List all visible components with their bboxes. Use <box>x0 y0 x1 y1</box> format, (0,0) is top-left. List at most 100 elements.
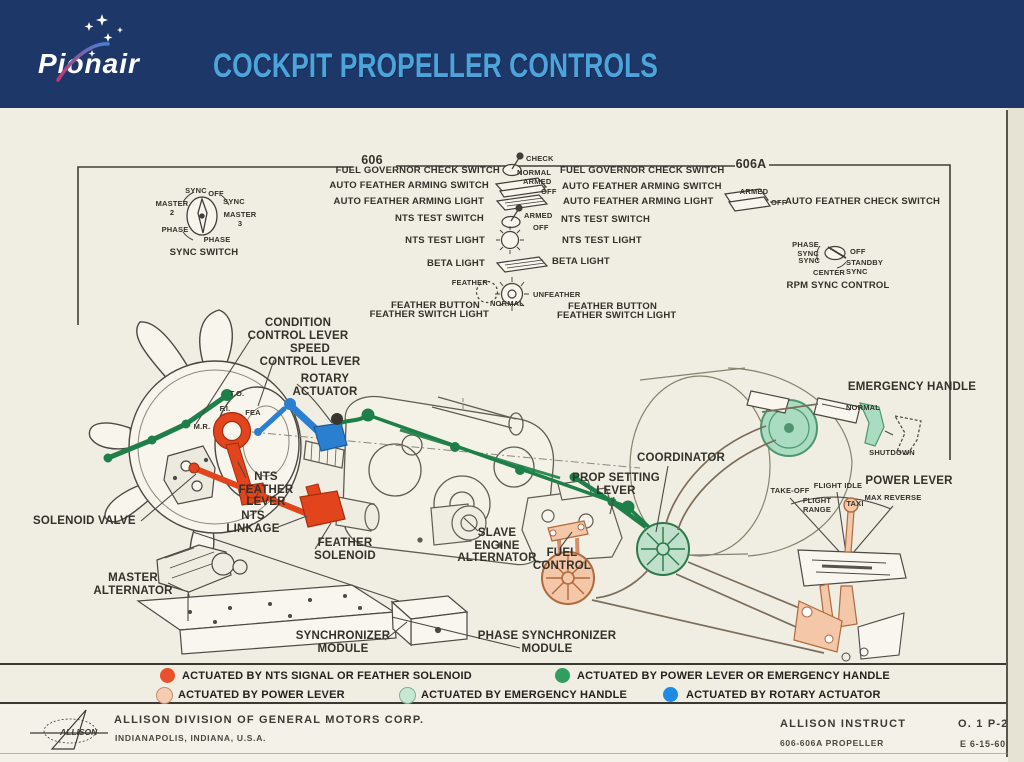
rpm-sync-control-caption: RPM SYNC CONTROL <box>786 280 890 291</box>
engine-gearbox <box>303 395 555 566</box>
pionair-swoosh-icon <box>56 14 123 82</box>
label-nts-test-switch-606a: NTS TEST SWITCH <box>561 214 651 225</box>
engine-nacelle <box>629 367 853 557</box>
label-auto-feather-check-switch: AUTO FEATHER CHECK SWITCH <box>785 196 941 207</box>
label-beta-light-606a: BETA LIGHT <box>552 256 610 267</box>
tag-take-off: TAKE-OFF <box>770 486 810 495</box>
footer <box>0 705 1024 762</box>
label-beta-light-606: BETA LIGHT <box>427 258 485 269</box>
page-edge-shade <box>1008 108 1024 762</box>
sync-switch-pos-phase-bottom: PHASE <box>203 235 231 244</box>
page-title: COCKPIT PROPELLER CONTROLS <box>213 47 658 85</box>
label-fuel-governor-check-switch-606: FUEL GOVERNOR CHECK SWITCH <box>335 165 500 176</box>
page-bottom-line <box>0 753 1008 754</box>
label-solenoid-valve: SOLENOID VALVE <box>33 515 136 527</box>
leader-lines <box>140 201 780 649</box>
allison-logo-text: ALLISON <box>60 727 98 737</box>
tag-normal-row1: NORMAL <box>517 168 552 177</box>
tag-off-606a: OFF <box>771 198 787 207</box>
footer-doc-title: ALLISON INSTRUCT <box>780 718 907 730</box>
label-auto-feather-arming-switch-606: AUTO FEATHER ARMING SWITCH <box>329 180 489 191</box>
footer-company: ALLISON DIVISION OF GENERAL MOTORS CORP. <box>114 714 425 726</box>
label-auto-feather-arming-light-606a: AUTO FEATHER ARMING LIGHT <box>563 196 714 207</box>
legend-dot-power-lever <box>156 687 173 704</box>
sync-switch-pos-sync-left: SYNC <box>185 186 207 195</box>
label-feather-button-606: FEATHER BUTTON <box>390 300 480 311</box>
label-feather-switch-light-606a: FEATHER SWITCH LIGHT <box>557 310 677 321</box>
bracket-606a-label: 606A <box>735 157 767 171</box>
rpm-pos-sync: SYNC <box>798 256 820 265</box>
label-power-lever: POWER LEVER <box>865 475 953 487</box>
legend-top-rule <box>0 663 1008 665</box>
tag-armed-606a: ARMED <box>739 187 769 196</box>
rpm-pos-center: CENTER <box>812 268 846 277</box>
label-auto-feather-arming-light-606: AUTO FEATHER ARMING LIGHT <box>333 196 484 207</box>
tag-max-reverse: MAX REVERSE <box>864 493 922 502</box>
rpm-pos-off: OFF <box>850 247 866 256</box>
coordinator-pulley <box>636 522 690 576</box>
tag-normal-row7: NORMAL <box>489 299 525 308</box>
label-nts-test-light-606a: NTS TEST LIGHT <box>562 235 642 246</box>
footer-doc-subtitle: 606-606A PROPELLER <box>780 738 884 748</box>
header-banner: Pionair COCKPIT PROPELLER CONTROLS <box>0 0 1024 108</box>
solenoid-valve-part <box>163 445 216 505</box>
footer-doc-date: E 6-15-60 <box>960 739 1006 749</box>
pionair-logo: Pionair <box>38 48 140 79</box>
label-feather-button-606a: FEATHER BUTTON <box>568 301 658 312</box>
label-auto-feather-arming-switch-606a: AUTO FEATHER ARMING SWITCH <box>562 181 722 192</box>
power-lever-part <box>789 491 907 662</box>
nts-feather-parts <box>188 411 380 532</box>
legend-dot-power-or-emergency <box>555 668 570 683</box>
tag-taxi: TAXI <box>846 499 864 508</box>
tag-armed-row4: ARMED <box>524 211 553 220</box>
sync-switch-pos-off: OFF <box>208 189 224 198</box>
sync-switch-pos-phase-left: PHASE <box>161 225 189 234</box>
power-lever-pulley <box>541 520 595 605</box>
switch-icons <box>475 152 847 311</box>
green-linkage <box>103 389 654 532</box>
bracket-606a-line <box>769 164 951 460</box>
tag-feather: FEATHER <box>451 278 488 287</box>
bracket-606-label: 606 <box>361 153 383 167</box>
master-alternator-part <box>156 544 248 615</box>
tag-armed-row2: ARMED <box>523 177 552 186</box>
sync-switch-knob-icon <box>182 191 230 241</box>
rotary-actuator-part <box>254 398 348 452</box>
emergency-handle-part <box>746 390 922 456</box>
legend-dot-emergency <box>399 687 416 704</box>
tag-hub-to: T.O. <box>229 389 245 398</box>
footer-location: INDIANAPOLIS, INDIANA, U.S.A. <box>115 733 267 743</box>
legend-label-power-lever: ACTUATED BY POWER LEVER <box>178 689 345 701</box>
sync-switch-pos-sync-right: SYNC <box>223 197 245 206</box>
label-nts-test-light-606: NTS TEST LIGHT <box>405 235 485 246</box>
legend-bottom-rule <box>0 702 1008 704</box>
tag-shutdown: SHUTDOWN <box>869 448 915 457</box>
tag-hub-fi: F.I. <box>219 404 231 413</box>
label-fuel-governor-check-switch-606a: FUEL GOVERNOR CHECK SWITCH <box>560 165 725 176</box>
label-emergency-handle: EMERGENCY HANDLE <box>847 381 977 393</box>
legend-dot-nts <box>160 668 175 683</box>
tag-check: CHECK <box>526 154 554 163</box>
label-nts-test-switch-606: NTS TEST SWITCH <box>394 213 484 224</box>
sync-switch-caption: SYNC SWITCH <box>169 247 239 258</box>
legend-label-power-or-emergency: ACTUATED BY POWER LEVER OR EMERGENCY HAN… <box>577 670 890 682</box>
legend-label-nts: ACTUATED BY NTS SIGNAL OR FEATHER SOLENO… <box>182 670 472 682</box>
legend-dot-rotary <box>663 687 678 702</box>
tag-off-row4: OFF <box>533 223 549 232</box>
